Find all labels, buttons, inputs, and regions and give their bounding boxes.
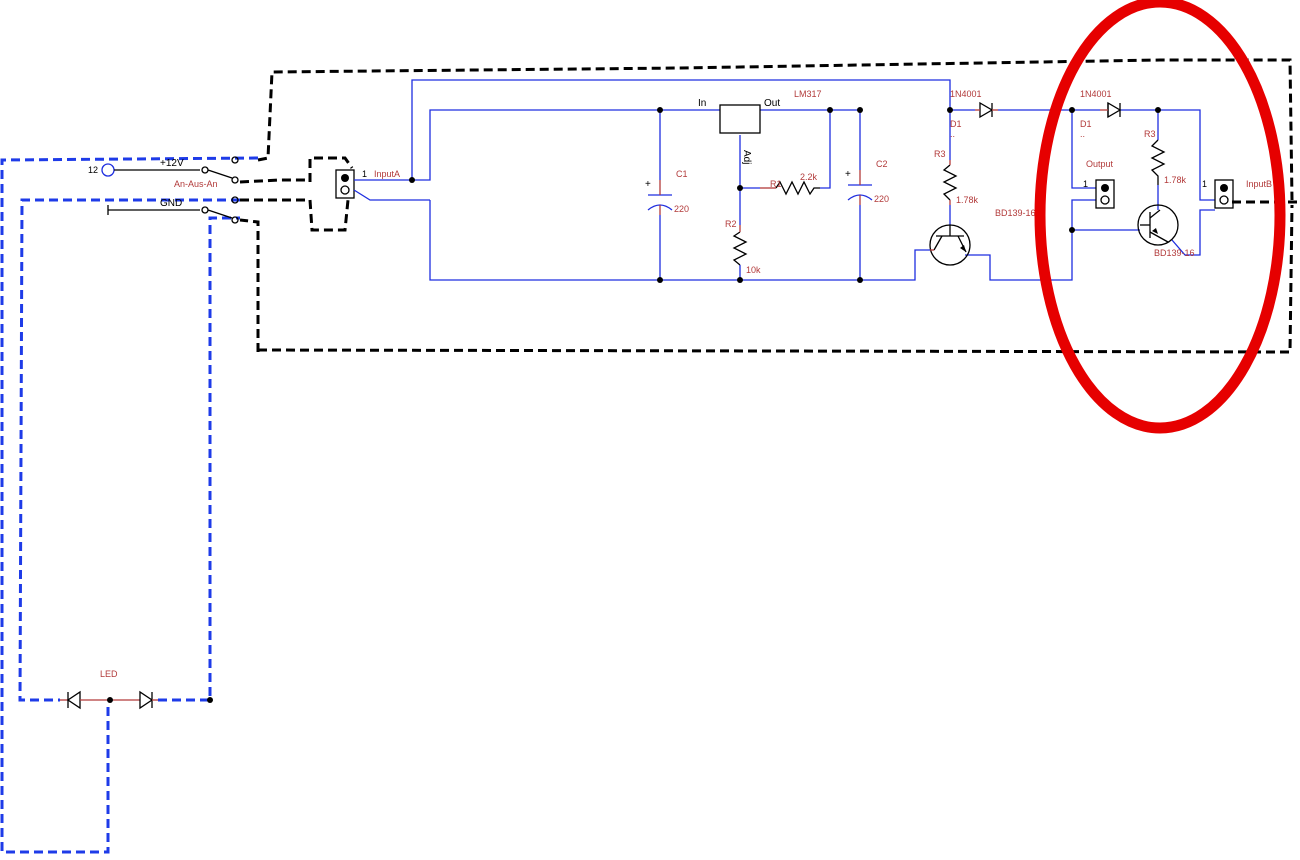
r3-name: R3 [934,149,946,159]
reg-in-label: In [698,98,706,109]
d1-ref: D1 [950,119,962,129]
c2-value: 220 [874,194,889,204]
d2-sub: .. [1080,129,1085,139]
reg-name: LM317 [794,89,822,99]
diode-d2: 1N4001 D1 .. [1080,89,1122,139]
black-dashed-enclosure [239,58,1300,354]
input-a-connector: 1 InputA [335,169,430,201]
r2-name: R2 [725,219,737,229]
resistor-r3-second: R3 1.78k [1144,129,1187,185]
switch-label: An-Aus-An [174,179,218,189]
c1-name: C1 [676,169,688,179]
svg-text:+: + [645,179,651,190]
highlight-ellipse [1034,0,1286,434]
r3-value: 1.78k [956,195,979,205]
r2-value: 10k [746,265,761,275]
d2-name: 1N4001 [1080,89,1112,99]
output-connector: 1 Output [1083,159,1115,209]
diode-d1: 1N4001 D1 .. [950,89,998,139]
resistor-r2: R2 10k [725,219,761,275]
supply-12v: 12 +12V [88,158,200,177]
resistor-r3: R3 1.78k [934,149,979,205]
r4-name: R3 [1144,129,1156,139]
q2-name: BD139-16 [1154,248,1195,258]
regulator-lm317: In Out Adj LM317 [698,89,822,164]
blue-dashed-led-loop [0,156,259,854]
resistor-r1: R1 2.2k [760,172,820,196]
capacitor-c2: + C2 220 [845,159,889,205]
reg-out-label: Out [764,98,780,109]
d2-ref: D1 [1080,119,1092,129]
transistor-q1: BD139-16 [929,208,1036,266]
svg-text:+: + [845,169,851,180]
output-label: Output [1086,159,1114,169]
supply-value-label: 12 [88,165,98,175]
r4-value: 1.78k [1164,175,1187,185]
transistor-q2: BD139-16 [1137,204,1195,258]
d1-name: 1N4001 [950,89,982,99]
input-a-label: InputA [374,169,400,179]
q1-name: BD139-16 [995,208,1036,218]
gnd-label: GND [160,198,182,209]
c1-value: 220 [674,204,689,214]
toggle-switch: An-Aus-An GND [107,156,239,224]
r1-name: R1 [770,179,782,189]
output-pin: 1 [1083,179,1088,189]
led-pair: LED [60,669,213,710]
c2-name: C2 [876,159,888,169]
capacitor-c1: + C1 220 [645,169,689,215]
supply-12v-label: +12V [160,158,184,169]
input-b-label: InputB [1246,179,1272,189]
input-b-pin: 1 [1202,179,1207,189]
main-wiring [411,79,1215,281]
junction-dots [409,107,1161,283]
reg-adj-label: Adj [741,150,752,164]
r1-value: 2.2k [800,172,818,182]
d1-sub: .. [950,129,955,139]
led-label: LED [100,669,118,679]
input-b-connector: 1 InputB [1202,179,1272,209]
input-a-pin: 1 [362,169,367,179]
